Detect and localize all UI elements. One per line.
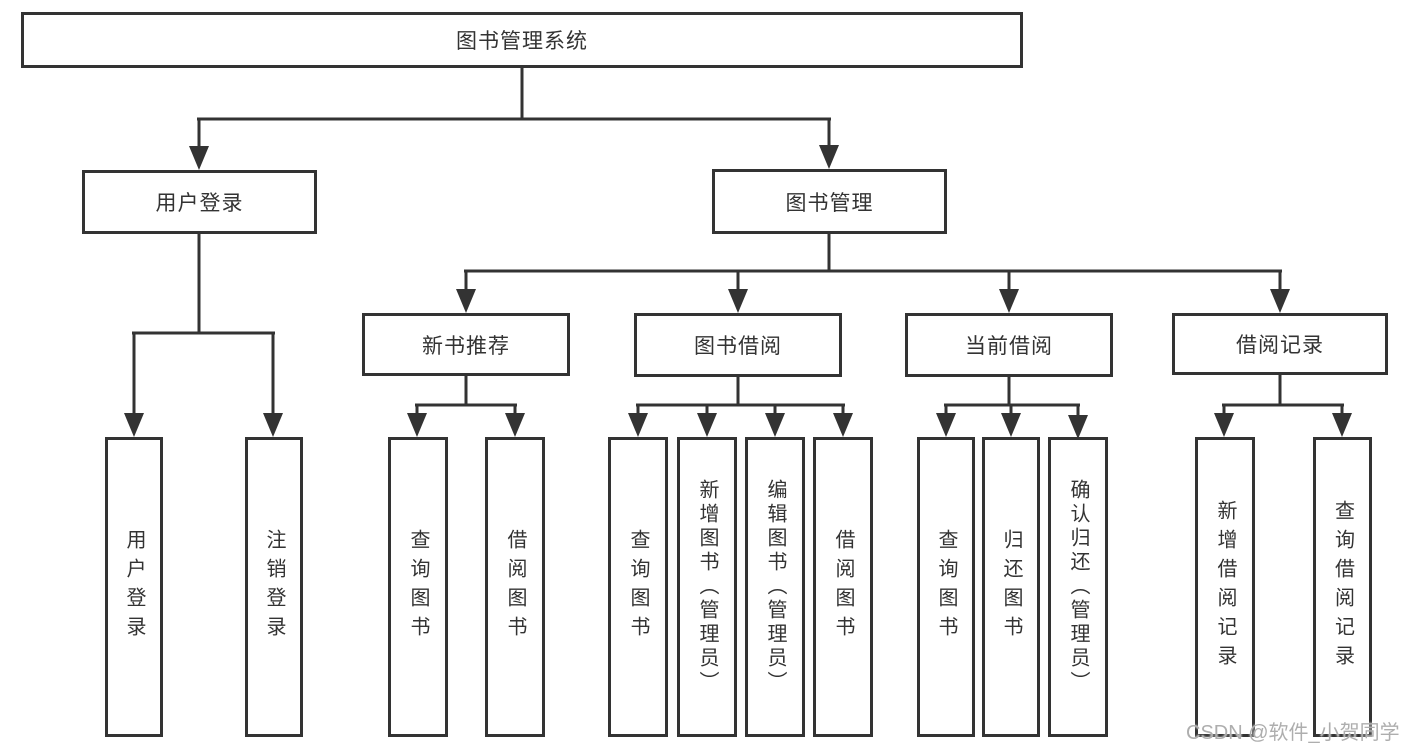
node-book-borrowing: 图书借阅	[634, 313, 842, 377]
node-current-borrowing-label: 当前借阅	[965, 335, 1053, 358]
csdn-watermark: CSDN @软件_小贺同学	[1186, 722, 1400, 744]
leaf-add-borrow-record: 新增借阅记录	[1195, 437, 1255, 737]
leaf-borrow-books-2: 借阅图书	[813, 437, 873, 737]
leaf-user-login: 用户登录	[105, 437, 163, 737]
leaf-query-books-3-label: 查询图书	[935, 529, 957, 645]
leaf-query-borrow-record: 查询借阅记录	[1313, 437, 1372, 737]
node-book-management-label: 图书管理	[785, 191, 874, 215]
leaf-query-books-1-label: 查询图书	[407, 529, 429, 645]
leaf-add-borrow-record-label: 新增借阅记录	[1214, 500, 1236, 674]
leaf-edit-books-admin: 编辑图书（管理员）	[745, 437, 805, 737]
leaf-query-books-2: 查询图书	[608, 437, 668, 737]
node-book-management: 图书管理	[712, 169, 947, 234]
node-user-login-label: 用户登录	[155, 192, 244, 215]
leaf-query-borrow-record-label: 查询借阅记录	[1331, 500, 1354, 674]
leaf-edit-books-admin-label: 编辑图书（管理员）	[764, 479, 786, 695]
leaf-add-books-admin-label: 新增图书（管理员）	[696, 479, 718, 695]
node-new-book-recommend-label: 新书推荐	[422, 334, 510, 358]
node-borrowing-records: 借阅记录	[1172, 313, 1388, 375]
leaf-add-books-admin: 新增图书（管理员）	[677, 437, 737, 737]
node-user-login: 用户登录	[82, 170, 317, 234]
node-borrowing-records-label: 借阅记录	[1236, 334, 1324, 357]
node-library-management-system: 图书管理系统	[21, 12, 1023, 68]
leaf-query-books-1: 查询图书	[388, 437, 448, 737]
leaf-confirm-return-admin: 确认归还（管理员）	[1048, 437, 1108, 737]
leaf-user-login-label: 用户登录	[123, 529, 145, 645]
leaf-return-books-label: 归还图书	[1000, 529, 1022, 645]
leaf-borrow-books-2-label: 借阅图书	[832, 529, 854, 645]
leaf-borrow-books-1: 借阅图书	[485, 437, 545, 737]
leaf-query-books-2-label: 查询图书	[627, 529, 649, 645]
node-library-management-system-label: 图书管理系统	[456, 30, 588, 53]
node-new-book-recommend: 新书推荐	[362, 313, 570, 376]
leaf-return-books: 归还图书	[982, 437, 1040, 737]
node-current-borrowing: 当前借阅	[905, 313, 1113, 377]
leaf-query-books-3: 查询图书	[917, 437, 975, 737]
leaf-borrow-books-1-label: 借阅图书	[504, 529, 526, 645]
node-book-borrowing-label: 图书借阅	[694, 335, 782, 358]
leaf-logout-label: 注销登录	[263, 529, 285, 645]
leaf-logout: 注销登录	[245, 437, 303, 737]
leaf-confirm-return-admin-label: 确认归还（管理员）	[1067, 479, 1089, 695]
